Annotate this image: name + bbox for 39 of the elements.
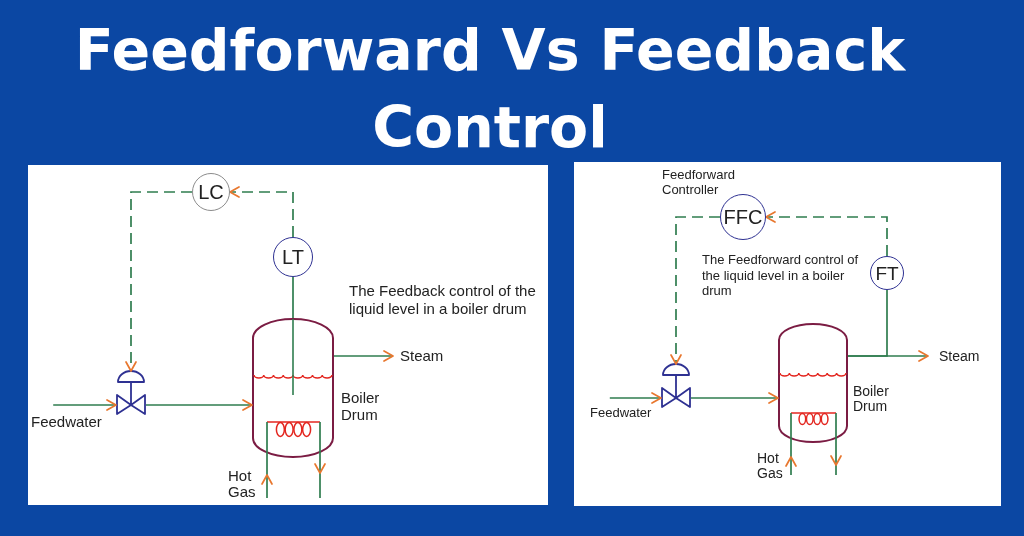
diagram-panel [28, 165, 548, 505]
flow-arrow [690, 392, 779, 404]
controller-circle: LC [192, 173, 230, 211]
stream-label: Hot Gas [228, 468, 267, 500]
signal-arrow [229, 186, 294, 238]
controller-circle: FFC [720, 194, 766, 240]
equipment-label: Boiler Drum [853, 384, 890, 414]
heating-coil [790, 412, 837, 426]
stream-label: Steam [928, 347, 984, 365]
control-valve [661, 362, 691, 408]
stream-label: Feedwater [31, 405, 105, 431]
control-valve [116, 369, 146, 415]
flow-arrow [261, 421, 273, 499]
title: Feedforward Vs Feedback Control [73, 16, 907, 162]
flow-arrow [52, 399, 117, 411]
connector-line [292, 276, 294, 319]
flow-arrow [608, 392, 662, 404]
transmitter-circle: LT [273, 237, 313, 277]
flow-arrow [847, 350, 929, 362]
boiler-drum [778, 323, 848, 443]
diagram-panel [574, 162, 1001, 506]
flow-arrow [785, 412, 797, 476]
equipment-label: Boiler Drum [341, 389, 381, 423]
caption-text: The Feedforward control of the liquid level in a boiler drum [702, 252, 860, 299]
boiler-drum [252, 318, 334, 458]
stream-label: Steam [393, 347, 447, 365]
controller-label: Feedforward Controller [662, 167, 736, 197]
heating-coil [266, 421, 321, 438]
flow-arrow [333, 350, 394, 362]
stream-label: Hot Gas [757, 451, 791, 481]
stream-label: Feedwater [590, 398, 656, 420]
flow-arrow [830, 412, 842, 476]
signal-arrow [765, 211, 888, 257]
signal-arrow [125, 191, 193, 372]
flow-arrow [145, 399, 253, 411]
signal-arrow [670, 216, 721, 365]
caption-text: The Feedback control of the liquid level in a boiler drum [349, 282, 537, 318]
transmitter-circle: FT [870, 256, 904, 290]
flow-arrow [314, 421, 326, 499]
